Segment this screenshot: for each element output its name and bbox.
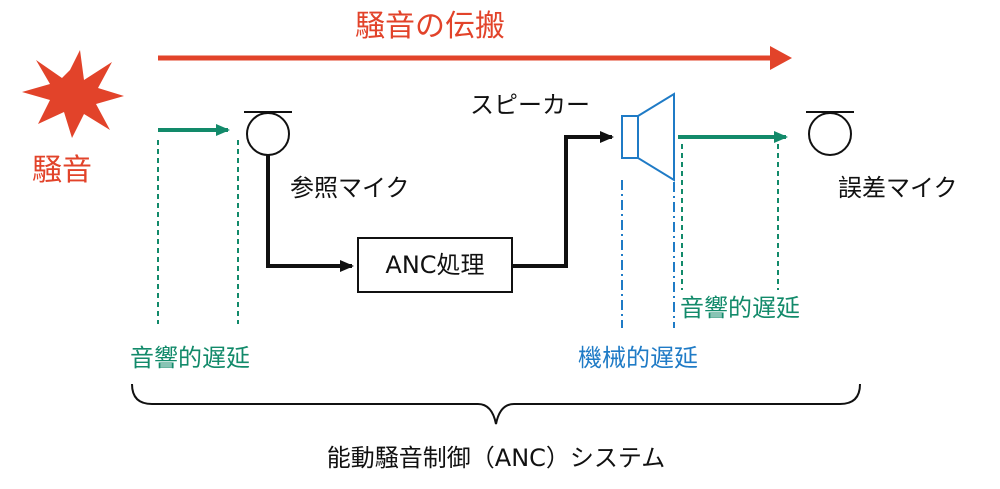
system-brace xyxy=(131,383,861,425)
signal-line-ref-to-anc xyxy=(266,155,354,272)
acoustic-delay-left-label: 音響的遅延 xyxy=(130,344,250,372)
reference-microphone xyxy=(244,111,292,156)
reference-mic-label: 参照マイク xyxy=(290,174,410,202)
error-mic-label: 誤差マイク xyxy=(838,174,958,202)
acoustic-delay-right-label: 音響的遅延 xyxy=(680,294,800,322)
noise-label: 騒音 xyxy=(32,153,92,188)
noise-burst-icon xyxy=(22,50,124,138)
speaker-icon xyxy=(621,92,675,182)
anc-processing-block xyxy=(357,237,513,293)
system-label: 能動騒音制御（ANC）システム xyxy=(327,444,665,472)
mechanical-delay-label: 機械的遅延 xyxy=(578,344,698,372)
signal-line-anc-to-speaker xyxy=(512,131,614,268)
speaker-label: スピーカー xyxy=(470,91,590,119)
anc-block-label: ANC処理 xyxy=(385,251,484,279)
propagation-title: 騒音の伝搬 xyxy=(355,9,505,44)
error-microphone xyxy=(806,111,854,156)
propagation-arrowhead xyxy=(770,46,792,70)
